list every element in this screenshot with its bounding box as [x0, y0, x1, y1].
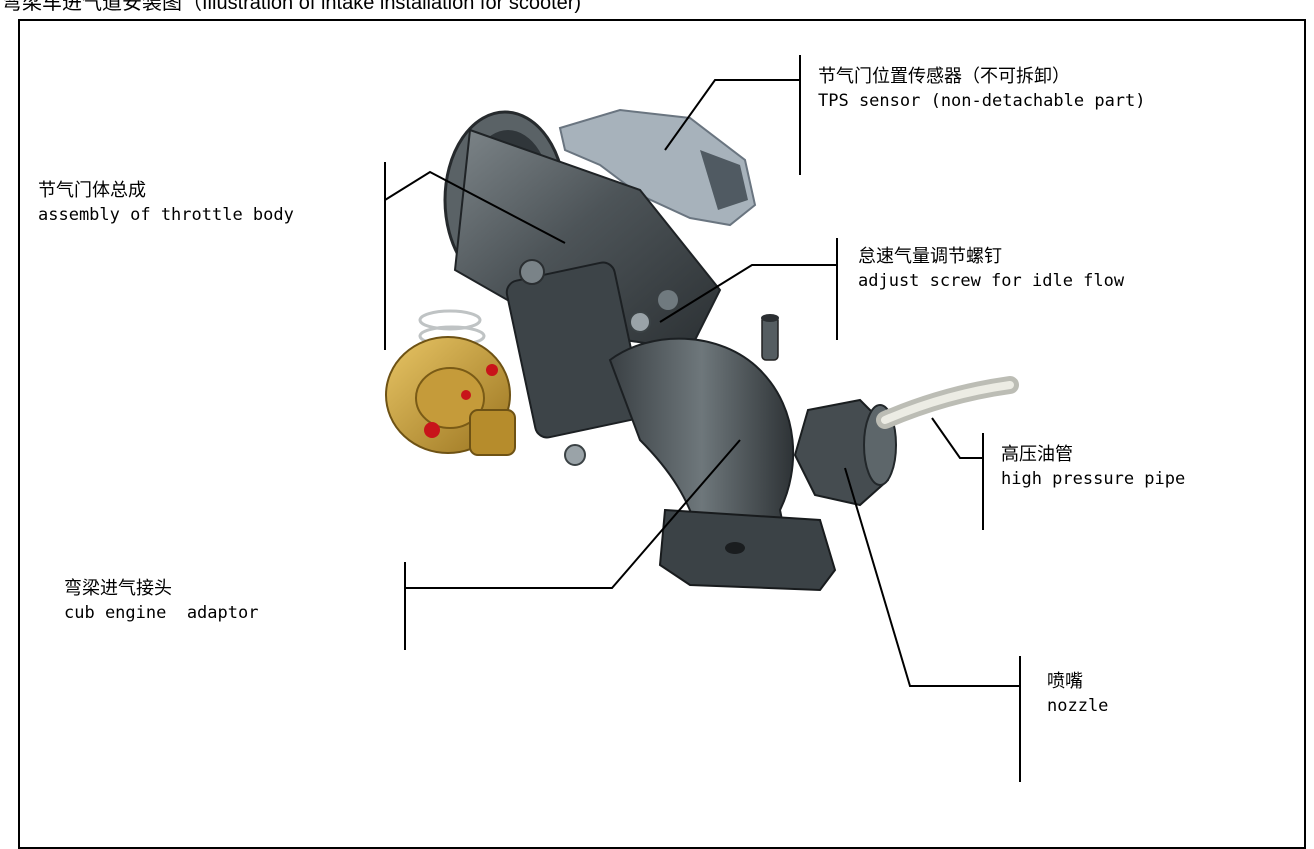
fuel-pipe-leader — [931, 417, 983, 459]
nozzle-leader — [844, 467, 1020, 687]
label-cub-adaptor-en: cub engine adaptor — [64, 603, 259, 623]
tps-sensor-part — [558, 108, 757, 227]
label-high-pressure-pipe-cn: 高压油管 — [1001, 444, 1073, 465]
label-idle-screw-en: adjust screw for idle flow — [858, 271, 1125, 291]
label-nozzle-cn: 喷嘴 — [1047, 671, 1083, 692]
tps-leader — [664, 79, 800, 151]
label-cub-adaptor-cn: 弯梁进气接头 — [64, 578, 172, 599]
label-throttle-body-en: assembly of throttle body — [38, 205, 294, 225]
label-cub-adaptor: 弯梁进气接头 cub engine adaptor — [64, 576, 258, 624]
label-nozzle-en: nozzle — [1047, 696, 1109, 716]
label-idle-screw: 怠速气量调节螺钉 adjust screw for idle flow — [858, 244, 1124, 292]
page-title: 弯梁车进气道安装图（Illustration of intake install… — [2, 0, 582, 14]
label-throttle-body: 节气门体总成 assembly of throttle body — [38, 178, 294, 226]
throttle-pulley-part — [385, 336, 516, 456]
label-idle-screw-cn: 怠速气量调节螺钉 — [858, 246, 1002, 267]
leader-lines — [384, 55, 1021, 782]
cub-adaptor-part — [608, 337, 837, 592]
label-tps-sensor-en: TPS sensor (non-detachable part) — [818, 91, 1146, 111]
fuel-pipe-part — [876, 376, 1019, 429]
label-throttle-body-cn: 节气门体总成 — [38, 180, 146, 201]
adaptor-leader — [405, 439, 741, 589]
throttle-body-part — [443, 110, 722, 466]
idle-screw-leader — [659, 264, 837, 323]
nozzle-part — [793, 398, 897, 507]
label-high-pressure-pipe-en: high pressure pipe — [1001, 469, 1186, 489]
label-tps-sensor: 节气门位置传感器（不可拆卸） TPS sensor (non-detachabl… — [818, 64, 1146, 112]
label-high-pressure-pipe: 高压油管 high pressure pipe — [1001, 442, 1185, 490]
throttle-body-leader — [384, 170, 566, 244]
label-tps-sensor-cn: 节气门位置传感器（不可拆卸） — [818, 66, 1070, 87]
idle-screw-part — [761, 314, 779, 361]
label-nozzle: 喷嘴 nozzle — [1047, 669, 1108, 717]
